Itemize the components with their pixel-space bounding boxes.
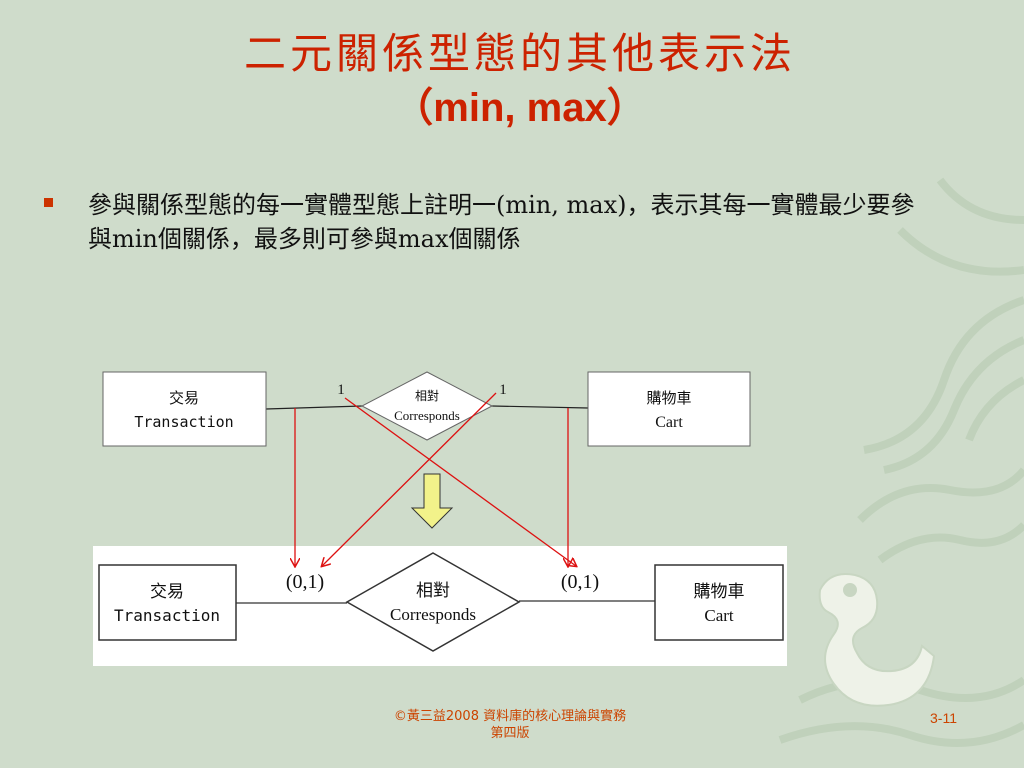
bullet-item: 參與關係型態的每一實體型態上註明一(min, max)，表示其每一實體最少要參與…	[44, 188, 944, 256]
bottom-entity-transaction	[98, 564, 237, 641]
top-entity-transaction	[102, 371, 267, 447]
top-er-diagram: 交易 Transaction 相對 Corresponds 購物車 Cart 1…	[102, 371, 751, 447]
bottom-cardinality-right: (0,1)	[561, 571, 599, 593]
top-line-right	[491, 405, 589, 409]
bullet-square-icon	[44, 198, 53, 207]
top-entity-cart-en: Cart	[655, 414, 683, 431]
title-line-1: 二元關係型態的其他表示法	[243, 29, 796, 78]
bottom-cardinality-left: (0,1)	[286, 571, 324, 593]
mapping-arrows	[295, 392, 576, 566]
bottom-entity-cart	[654, 564, 784, 641]
bottom-entity-cart-en: Cart	[704, 606, 734, 625]
slide-title: 二元關係型態的其他表示法 （min, max）	[120, 28, 920, 133]
arrow-cross-right	[344, 397, 576, 566]
top-entity-transaction-cn: 交易	[169, 389, 199, 407]
bottom-entity-cart-cn: 購物車	[694, 582, 745, 602]
bottom-entity-transaction-cn: 交易	[150, 582, 184, 602]
top-entity-transaction-en: Transaction	[134, 413, 233, 431]
bullet-text: 參與關係型態的每一實體型態上註明一(min, max)，表示其每一實體最少要參與…	[88, 191, 915, 253]
page-number: 3-11	[930, 710, 957, 726]
title-line-2: （min, max）	[393, 85, 647, 130]
bottom-relation-diamond	[345, 552, 521, 652]
top-relation-cn: 相對	[415, 389, 439, 403]
footer-line-2: 第四版	[490, 726, 530, 741]
footer-credit: ©黃三益2008 資料庫的核心理論與實務 第四版	[330, 708, 690, 742]
top-relation-diamond	[360, 371, 494, 441]
arrow-cross-left	[322, 392, 497, 566]
top-line-left	[265, 405, 363, 410]
down-arrow-icon	[410, 473, 454, 529]
bottom-relation-cn: 相對	[416, 581, 450, 601]
footer-line-1: ©黃三益2008 資料庫的核心理論與實務	[393, 709, 627, 724]
top-cardinality-right: 1	[499, 382, 507, 398]
bottom-relation-en: Corresponds	[390, 605, 476, 624]
bottom-entity-transaction-en: Transaction	[114, 606, 220, 625]
top-cardinality-left: 1	[337, 382, 345, 398]
bottom-er-diagram: 交易 Transaction 相對 Corresponds 購物車 Cart (…	[93, 546, 787, 666]
top-relation-en: Corresponds	[394, 408, 460, 423]
top-entity-cart	[587, 371, 751, 447]
top-entity-cart-cn: 購物車	[646, 389, 691, 407]
